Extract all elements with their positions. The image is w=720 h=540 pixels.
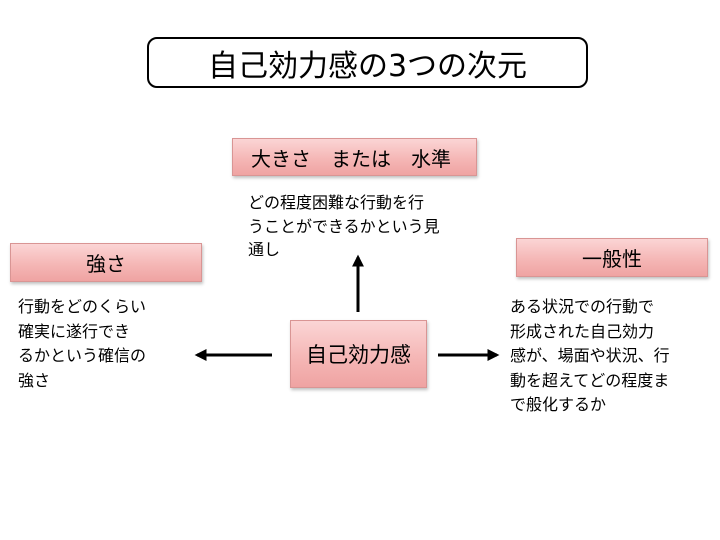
generality-description: ある状況での行動で 形成された自己効力 感が、場面や状況、行 動を超えてどの程度… <box>510 295 670 418</box>
description-line: どの程度困難な行動を行 <box>248 193 425 212</box>
magnitude-description: どの程度困難な行動を行 うことができるかという見 通し <box>248 191 440 262</box>
generality-box: 一般性 <box>516 238 708 277</box>
strength-box: 強さ <box>10 243 202 282</box>
description-line: るかという確信の <box>18 346 147 365</box>
description-line: 感が、場面や状況、行 <box>510 346 670 365</box>
magnitude-box: 大きさ または 水準 <box>232 138 477 176</box>
description-line: うことができるかという見 <box>248 216 440 236</box>
description-line: で般化するか <box>510 395 607 414</box>
description-line: 通し <box>248 240 281 259</box>
self-efficacy-box: 自己効力感 <box>290 320 427 388</box>
description-line: 動を超えてどの程度ま <box>510 370 670 390</box>
description-line: 形成された自己効力 <box>510 321 655 341</box>
description-line: 強さ <box>18 370 51 390</box>
description-line: 確実に遂行でき <box>18 321 131 341</box>
description-line: ある状況での行動で <box>510 297 655 316</box>
description-line: 行動をどのくらい <box>18 297 147 316</box>
slide-title: 自己効力感の3つの次元 <box>147 37 588 88</box>
strength-description: 行動をどのくらい 確実に遂行でき るかという確信の 強さ <box>18 295 146 393</box>
